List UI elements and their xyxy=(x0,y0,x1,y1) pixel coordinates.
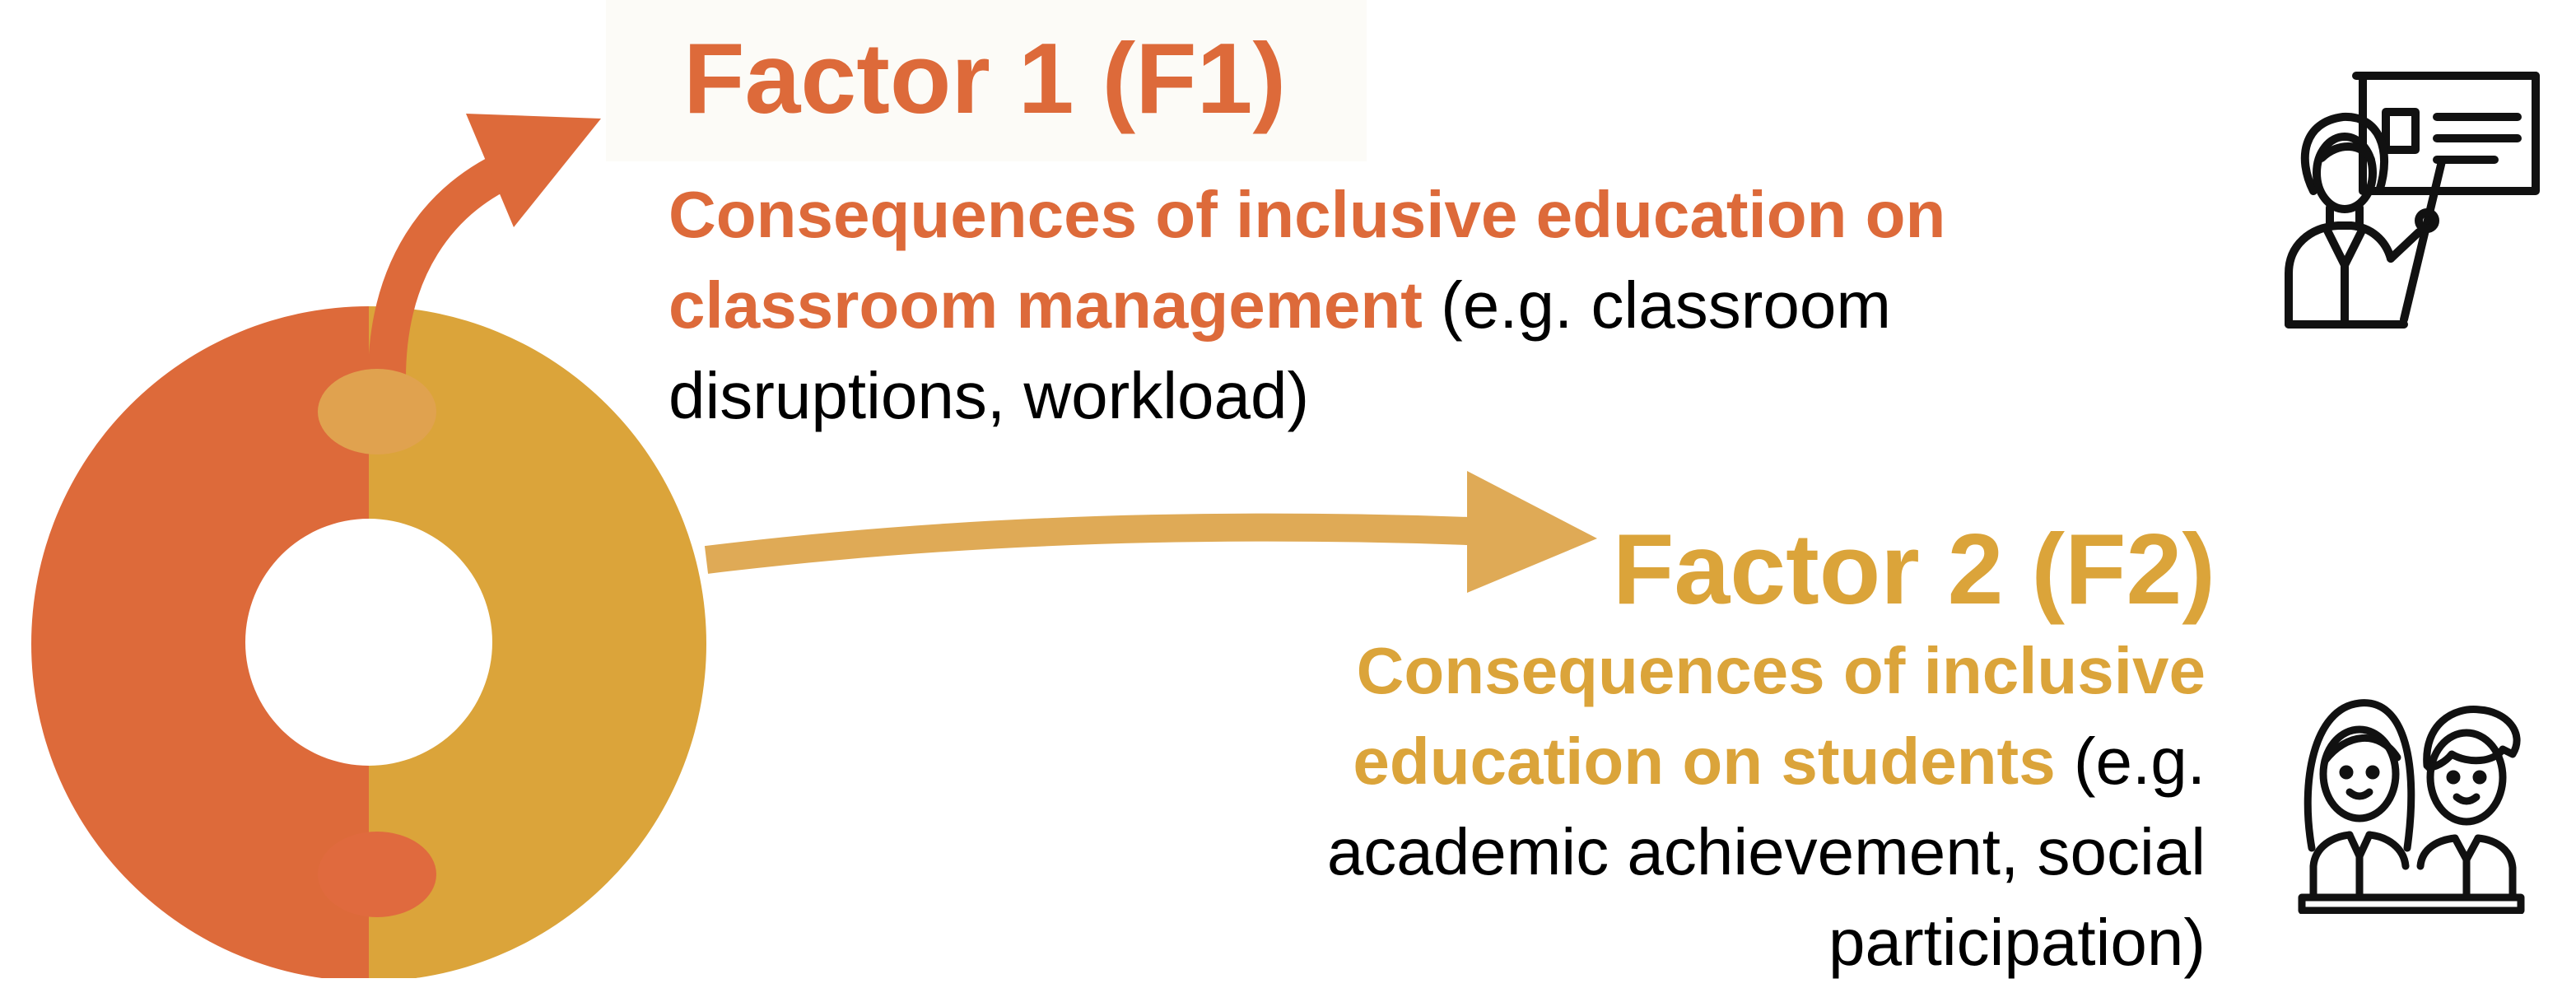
factor1-title-background xyxy=(606,0,1367,161)
donut-left-half xyxy=(31,306,369,978)
teacher-icon xyxy=(2285,72,2540,329)
factor1-title: Factor 1 (F1) xyxy=(683,22,1287,134)
factor1-description: Consequences of inclusive education on c… xyxy=(668,170,2150,441)
arrow-factor2-shaft xyxy=(704,513,1491,574)
arrow-factor1-shaft xyxy=(368,146,536,398)
ring-marker-bottom xyxy=(318,832,436,917)
arrow-factor2-head xyxy=(1467,471,1597,593)
factor1-description-focus: Consequences of inclusive education on c… xyxy=(668,178,1946,342)
factor2-description-focus: Consequences of inclusive education on s… xyxy=(1353,634,2206,798)
factor1-description-examples: (e.g. classroom disruptions, workload) xyxy=(668,268,1891,432)
students-icon xyxy=(2298,699,2525,914)
factor2-description: Consequences of inclusive education on s… xyxy=(1053,626,2206,988)
ring-marker-top xyxy=(318,369,436,454)
donut-right-half xyxy=(369,306,706,978)
factor2-description-examples: (e.g. academic achievement, social parti… xyxy=(1326,725,2206,979)
arrow-factor1-head xyxy=(466,114,601,227)
factor2-title: Factor 2 (F2) xyxy=(1612,513,2215,625)
